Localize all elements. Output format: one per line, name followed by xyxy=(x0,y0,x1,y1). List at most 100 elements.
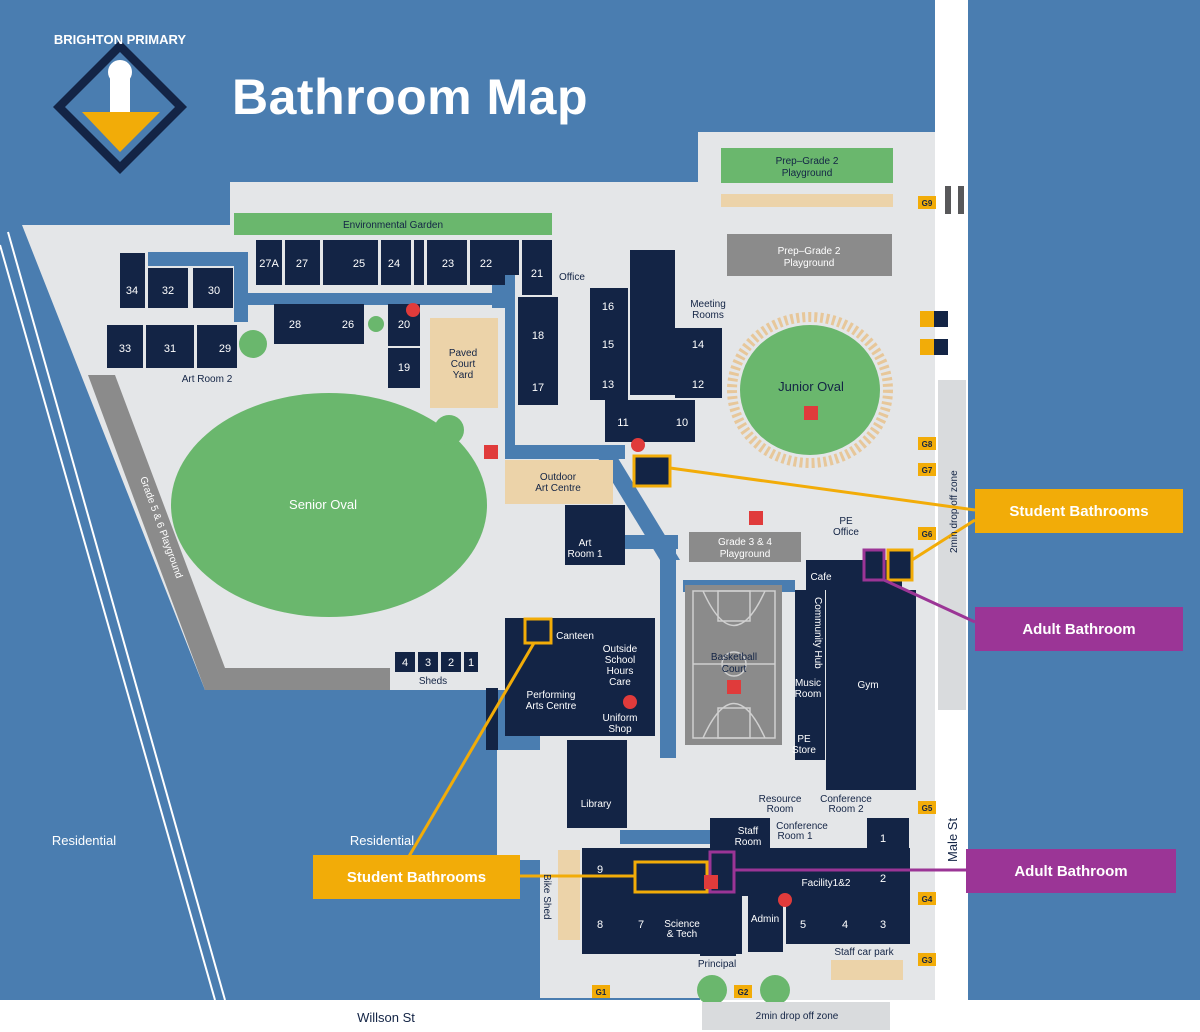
label-cafe: Cafe xyxy=(810,572,832,583)
hatched-areas xyxy=(430,194,903,980)
callout-lines xyxy=(406,466,976,878)
rail-track xyxy=(0,231,226,1001)
room-10: 10 xyxy=(676,417,688,429)
label-music-b: Room xyxy=(795,689,822,700)
room-12: 12 xyxy=(692,379,704,391)
shed-2: 2 xyxy=(448,657,454,669)
green-areas xyxy=(171,148,893,1005)
room-14: 14 xyxy=(692,339,704,351)
label-pac-b: Arts Centre xyxy=(526,701,577,712)
label-science-b: & Tech xyxy=(667,929,697,940)
gate-g5: G5 xyxy=(922,804,933,813)
label-willson-st: Willson St xyxy=(357,1010,415,1025)
room-26: 26 xyxy=(342,319,354,331)
room-32: 32 xyxy=(162,285,174,297)
label-bike-shed: Bike Shed xyxy=(541,874,552,920)
label-resource-b: Room xyxy=(767,804,794,815)
label-osh-b: School xyxy=(605,655,636,666)
room-numbers: 34 32 30 33 31 29 27A 27 25 24 23 22 21 … xyxy=(119,258,886,931)
label-facility: Facility1&2 xyxy=(802,878,851,889)
label-osh-d: Care xyxy=(609,677,631,688)
gate-g6: G6 xyxy=(922,530,933,539)
label-science-a: Science xyxy=(664,919,700,930)
room-18: 18 xyxy=(532,330,544,342)
page-title: Bathroom Map xyxy=(232,69,588,125)
room-24: 24 xyxy=(388,258,400,270)
label-office: Office xyxy=(559,272,585,283)
label-grade34-a: Grade 3 & 4 xyxy=(718,537,772,548)
shed-1: 1 xyxy=(468,657,474,669)
label-pac-a: Performing xyxy=(527,690,576,701)
label-pe-office-a: PE xyxy=(839,516,853,527)
room-33: 33 xyxy=(119,343,131,355)
label-prep-playground-b: Playground xyxy=(782,168,833,179)
label-sheds: Sheds xyxy=(419,676,447,687)
shed-3: 3 xyxy=(425,657,431,669)
room-11: 11 xyxy=(617,417,628,429)
logo-text: BRIGHTON PRIMARY xyxy=(54,32,187,47)
label-pe-store-b: Store xyxy=(792,745,816,756)
callout-student-left: Student Bathrooms xyxy=(313,855,520,899)
label-prep-playground2-a: Prep–Grade 2 xyxy=(778,246,841,257)
room-5: 5 xyxy=(800,919,806,931)
label-paved-b: Court xyxy=(451,359,476,370)
label-art-room-1-a: Art xyxy=(579,538,592,549)
callout-adult-right-bottom: Adult Bathroom xyxy=(966,849,1176,893)
room-3: 3 xyxy=(880,919,886,931)
callout-student-right: Student Bathrooms xyxy=(975,489,1183,533)
label-prep-playground-a: Prep–Grade 2 xyxy=(776,156,839,167)
label-male-st: Male St xyxy=(945,818,960,862)
label-canteen: Canteen xyxy=(556,631,594,642)
gate-labels: G9 G8 G7 G6 G5 G4 G3 G2 G1 xyxy=(596,199,933,997)
room-13: 13 xyxy=(602,379,614,391)
junior-oval-track xyxy=(727,312,893,468)
room-15: 15 xyxy=(602,339,614,351)
label-resource-a: Resource xyxy=(759,794,802,805)
label-staff-room-b: Room xyxy=(735,837,762,848)
label-gym: Gym xyxy=(857,680,878,691)
label-meeting-rooms-b: Rooms xyxy=(692,310,724,321)
room-34: 34 xyxy=(126,285,138,297)
label-paved-a: Paved xyxy=(449,348,477,359)
label-meeting-rooms-a: Meeting xyxy=(690,299,726,310)
callout-adult-right-top: Adult Bathroom xyxy=(975,607,1183,651)
room-27a: 27A xyxy=(259,258,279,270)
label-pe-office-b: Office xyxy=(833,527,859,538)
label-junior-oval: Junior Oval xyxy=(778,379,844,394)
gate-g4: G4 xyxy=(922,895,933,904)
willson-st-road xyxy=(0,1000,1200,1032)
room-4: 4 xyxy=(842,919,848,931)
label-outdoor-art-b: Art Centre xyxy=(535,483,581,494)
drop-off-zones xyxy=(702,380,966,1030)
room-16: 16 xyxy=(602,301,614,313)
label-environmental-garden: Environmental Garden xyxy=(343,220,443,231)
room-8: 8 xyxy=(597,919,603,931)
student-bathroom-markers xyxy=(523,454,914,894)
room-23: 23 xyxy=(442,258,454,270)
label-library: Library xyxy=(581,799,612,810)
emergency-markers xyxy=(406,303,818,907)
room-19: 19 xyxy=(398,362,410,374)
label-grade34-b: Playground xyxy=(720,549,771,560)
room-22: 22 xyxy=(480,258,492,270)
gate-g8: G8 xyxy=(922,440,933,449)
gate-ticks xyxy=(945,186,964,214)
room-1: 1 xyxy=(880,833,886,845)
parking-icon xyxy=(920,311,948,355)
label-basketball-b: Court xyxy=(722,664,747,675)
label-uniform-b: Shop xyxy=(608,724,632,735)
label-drop-off-bottom: 2min drop off zone xyxy=(756,1011,839,1022)
label-conf1-a: Conference xyxy=(776,821,828,832)
gray-zones xyxy=(88,234,892,745)
label-residential-mid: Residential xyxy=(350,833,414,848)
room-27: 27 xyxy=(296,258,308,270)
label-outdoor-art-a: Outdoor xyxy=(540,472,577,483)
basketball-court-lines xyxy=(692,590,776,739)
label-conf2-a: Conference xyxy=(820,794,872,805)
gate-g7: G7 xyxy=(922,466,933,475)
room-17: 17 xyxy=(532,382,544,394)
label-principal: Principal xyxy=(698,959,736,970)
label-staff-car-park: Staff car park xyxy=(834,947,894,958)
gate-g2: G2 xyxy=(738,988,749,997)
buildings xyxy=(107,240,916,956)
